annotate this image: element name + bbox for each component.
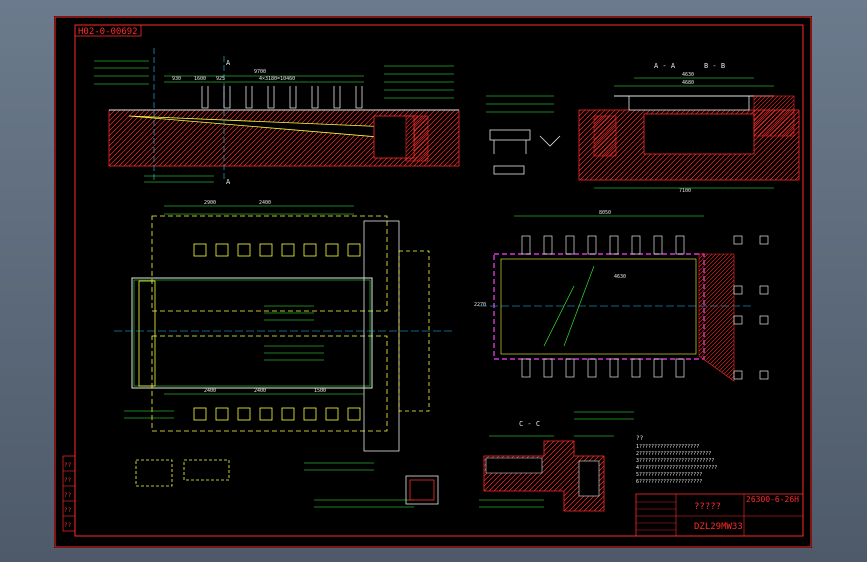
drawing-number-box: [74, 24, 142, 37]
aa-dim-0: 4630: [682, 72, 694, 78]
left-strip-label-4: ??: [64, 522, 72, 529]
notes-line-2: 3?????????????????????????: [636, 458, 714, 464]
notes-line-5: 6?????????????????????: [636, 479, 702, 485]
section-cc-title: C - C: [519, 420, 540, 428]
notes-line-1: 2????????????????????????: [636, 451, 711, 457]
plan-dim-2: 2400: [204, 388, 216, 394]
aa-dim-2: 7100: [679, 188, 691, 194]
elevation-dim-2: 925: [216, 76, 225, 82]
notes-header: ??: [636, 435, 644, 442]
right-plan-dim-1: 4630: [614, 274, 626, 280]
notes-line-3: 4??????????????????????????: [636, 465, 717, 471]
section-aa-bb-view: A - A B - B 4630 4680 7100: [578, 62, 800, 194]
notes-line-4: 5?????????????????????: [636, 472, 702, 478]
plan-dim-1: 2400: [259, 200, 271, 206]
elevation-section-mark-bottom: A: [226, 178, 231, 186]
detail-views-small: [486, 95, 561, 175]
aa-dim-1: 4680: [682, 80, 694, 86]
plan-dim-4: 1500: [314, 388, 326, 394]
left-strip: ?? ?? ?? ?? ??: [62, 455, 76, 532]
notes-block: ?? 1???????????????????? 2??????????????…: [636, 435, 717, 485]
elevation-view: A A 930 1600 925 4×3180=10460 9700: [94, 48, 460, 186]
section-aa-title: A - A: [654, 62, 676, 70]
elevation-section-mark-top: A: [226, 59, 231, 67]
notes-line-0: 1????????????????????: [636, 444, 699, 450]
title-project: ?????: [694, 502, 721, 512]
left-strip-label-1: ??: [64, 477, 72, 484]
left-strip-label-3: ??: [64, 507, 72, 514]
plan-view: 2900 2400 2400 2400 1500: [114, 200, 454, 508]
title-block: ????? 26300-6-26H DZL29MW33: [635, 493, 804, 537]
elevation-dim-3: 4×3180=10460: [259, 76, 295, 82]
right-plan-dim-0: 8050: [599, 210, 611, 216]
inner-frame: [74, 24, 804, 537]
elevation-dim-1: 1600: [194, 76, 206, 82]
section-bb-title: B - B: [704, 62, 725, 70]
left-strip-label-0: ??: [64, 462, 72, 469]
elevation-dim-0: 930: [172, 76, 181, 82]
title-drawing-no: 26300-6-26H: [746, 495, 799, 504]
bottom-left-details: [135, 459, 439, 505]
plan-dim-3: 2400: [254, 388, 266, 394]
cad-drawing: H02-0-00692 ?? ?? ?? ?? ?? A A 930 1600 …: [54, 16, 812, 548]
right-plan-dim-2: 2270: [474, 302, 486, 308]
elevation-dim-4: 9700: [254, 69, 266, 75]
right-plan-view: 8050 4630 2270: [474, 210, 769, 420]
cad-drawing-sheet: H02-0-00692 ?? ?? ?? ?? ?? A A 930 1600 …: [54, 16, 812, 548]
plan-dim-0: 2900: [204, 200, 216, 206]
section-cc-view: C - C: [479, 420, 614, 512]
title-model: DZL29MW33: [694, 522, 743, 532]
left-strip-label-2: ??: [64, 492, 72, 499]
drawing-number-top: H02-0-00692: [78, 27, 138, 37]
outer-frame: [54, 16, 812, 548]
